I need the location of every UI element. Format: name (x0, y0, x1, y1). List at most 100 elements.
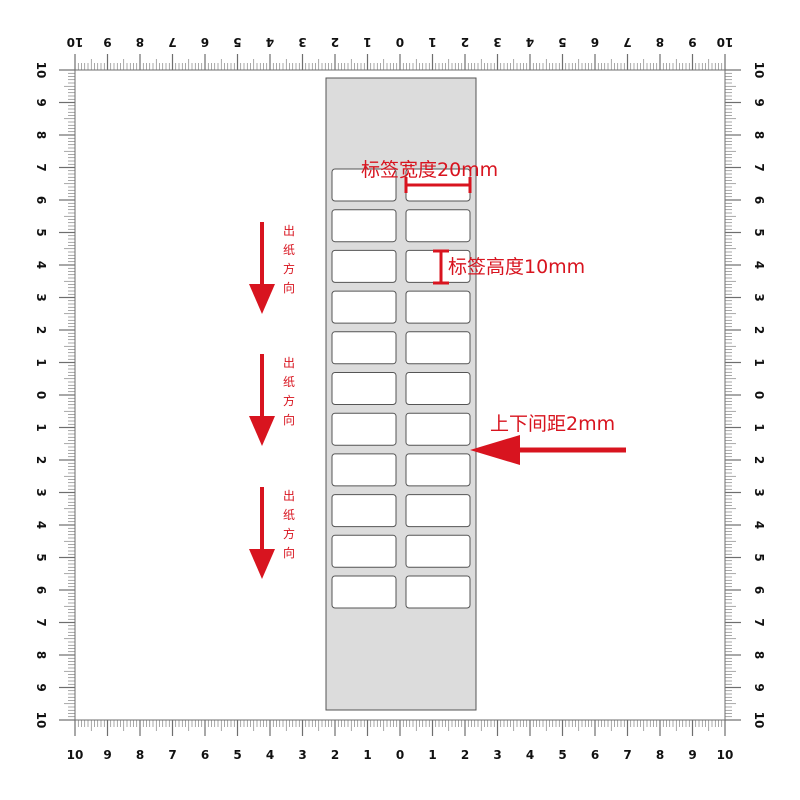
ruler-tick-label: 7 (623, 35, 631, 49)
ruler-tick-label: 3 (298, 35, 306, 49)
ruler-tick-label: 9 (34, 683, 48, 691)
ruler-tick-label: 10 (34, 712, 48, 729)
ruler-tick-label: 0 (396, 748, 404, 762)
ruler-tick-label: 3 (493, 748, 501, 762)
ruler-tick-label: 3 (34, 488, 48, 496)
ruler-tick-label: 9 (688, 35, 696, 49)
ruler-tick-label: 7 (168, 748, 176, 762)
ruler-tick-label: 10 (752, 712, 766, 729)
ruler-tick-label: 10 (67, 748, 84, 762)
ruler-tick-label: 5 (752, 553, 766, 561)
ruler-tick-label: 5 (558, 35, 566, 49)
feed-direction-char: 纸 (283, 375, 295, 389)
ruler-tick-label: 6 (34, 586, 48, 594)
ruler-tick-label: 4 (526, 748, 534, 762)
ruler-tick-label: 7 (168, 35, 176, 49)
ruler-tick-label: 8 (136, 748, 144, 762)
ruler-tick-label: 2 (752, 326, 766, 334)
ruler-tick-label: 7 (623, 748, 631, 762)
label-cell (405, 453, 471, 487)
ruler-tick-label: 5 (34, 553, 48, 561)
label-cell (331, 168, 397, 202)
label-cell (331, 494, 397, 528)
feed-direction-char: 纸 (283, 508, 295, 522)
ruler-tick-label: 2 (331, 748, 339, 762)
ruler-tick-label: 1 (752, 423, 766, 431)
ruler-tick-label: 4 (752, 521, 766, 529)
label-cell (405, 372, 471, 405)
ruler-tick-label: 6 (591, 35, 599, 49)
label-cell (405, 412, 471, 446)
label-cell (331, 534, 397, 568)
ruler-tick-label: 1 (428, 748, 436, 762)
ruler-tick-label: 9 (34, 98, 48, 106)
label-cell (331, 209, 397, 243)
feed-direction-char: 方 (283, 526, 295, 541)
ruler-tick-label: 4 (526, 35, 534, 49)
ruler-tick-label: 8 (752, 131, 766, 139)
feed-arrow-shaft (260, 222, 264, 288)
feed-arrow-head (249, 549, 275, 579)
feed-arrow-head (249, 416, 275, 446)
ruler-tick-label: 3 (493, 35, 501, 49)
ruler-tick-label: 2 (461, 35, 469, 49)
ruler-tick-label: 2 (34, 326, 48, 334)
ruler-tick-label: 3 (298, 748, 306, 762)
ruler-tick-label: 6 (34, 196, 48, 204)
height-annotation: 标签高度10mm (433, 249, 585, 285)
ruler-tick-label: 0 (752, 391, 766, 399)
ruler-tick-label: 4 (34, 521, 48, 529)
feed-direction-char: 向 (283, 280, 295, 295)
ruler-tick-label: 2 (34, 456, 48, 464)
ruler-tick-label: 2 (461, 748, 469, 762)
label-cell (331, 331, 397, 365)
ruler-tick-label: 7 (34, 163, 48, 171)
ruler-tick-label: 0 (34, 391, 48, 399)
ruler-tick-marks (59, 54, 741, 736)
ruler-tick-label: 10 (67, 35, 84, 49)
ruler-tick-label: 9 (103, 35, 111, 49)
gap-label: 上下间距2mm (490, 413, 615, 435)
ruler-tick-label: 0 (396, 35, 404, 49)
ruler-tick-label: 10 (34, 62, 48, 79)
ruler-tick-label: 4 (752, 261, 766, 269)
ruler-tick-label: 1 (752, 358, 766, 366)
ruler-tick-label: 8 (34, 131, 48, 139)
label-grid (331, 168, 471, 609)
label-cell (331, 453, 397, 487)
feed-arrow-shaft (260, 354, 264, 420)
ruler-tick-label: 7 (752, 163, 766, 171)
ruler-tick-label: 9 (688, 748, 696, 762)
label-cell (405, 534, 471, 568)
ruler-tick-label: 10 (752, 62, 766, 79)
feed-direction-char: 纸 (283, 243, 295, 257)
ruler-tick-label: 8 (752, 651, 766, 659)
ruler-tick-label: 1 (34, 358, 48, 366)
ruler-tick-label: 1 (363, 748, 371, 762)
ruler-tick-label: 2 (752, 456, 766, 464)
label-cell (331, 290, 397, 324)
ruler-tick-label: 1 (428, 35, 436, 49)
ruler-tick-label: 9 (752, 98, 766, 106)
feed-direction-char: 出 (283, 489, 295, 503)
ruler-tick-label: 6 (201, 35, 209, 49)
label-cell (405, 290, 471, 324)
ruler-tick-label: 9 (103, 748, 111, 762)
ruler-tick-label: 6 (201, 748, 209, 762)
ruler-tick-label: 8 (136, 35, 144, 49)
ruler-tick-label: 8 (34, 651, 48, 659)
ruler-tick-label: 3 (752, 488, 766, 496)
ruler-tick-label: 7 (34, 618, 48, 626)
width-annotation: 标签宽度20mm (361, 159, 498, 193)
label-cell (405, 575, 471, 609)
ruler-tick-label: 7 (752, 618, 766, 626)
feed-direction-char: 方 (283, 261, 295, 276)
feed-arrow-shaft (260, 487, 264, 553)
